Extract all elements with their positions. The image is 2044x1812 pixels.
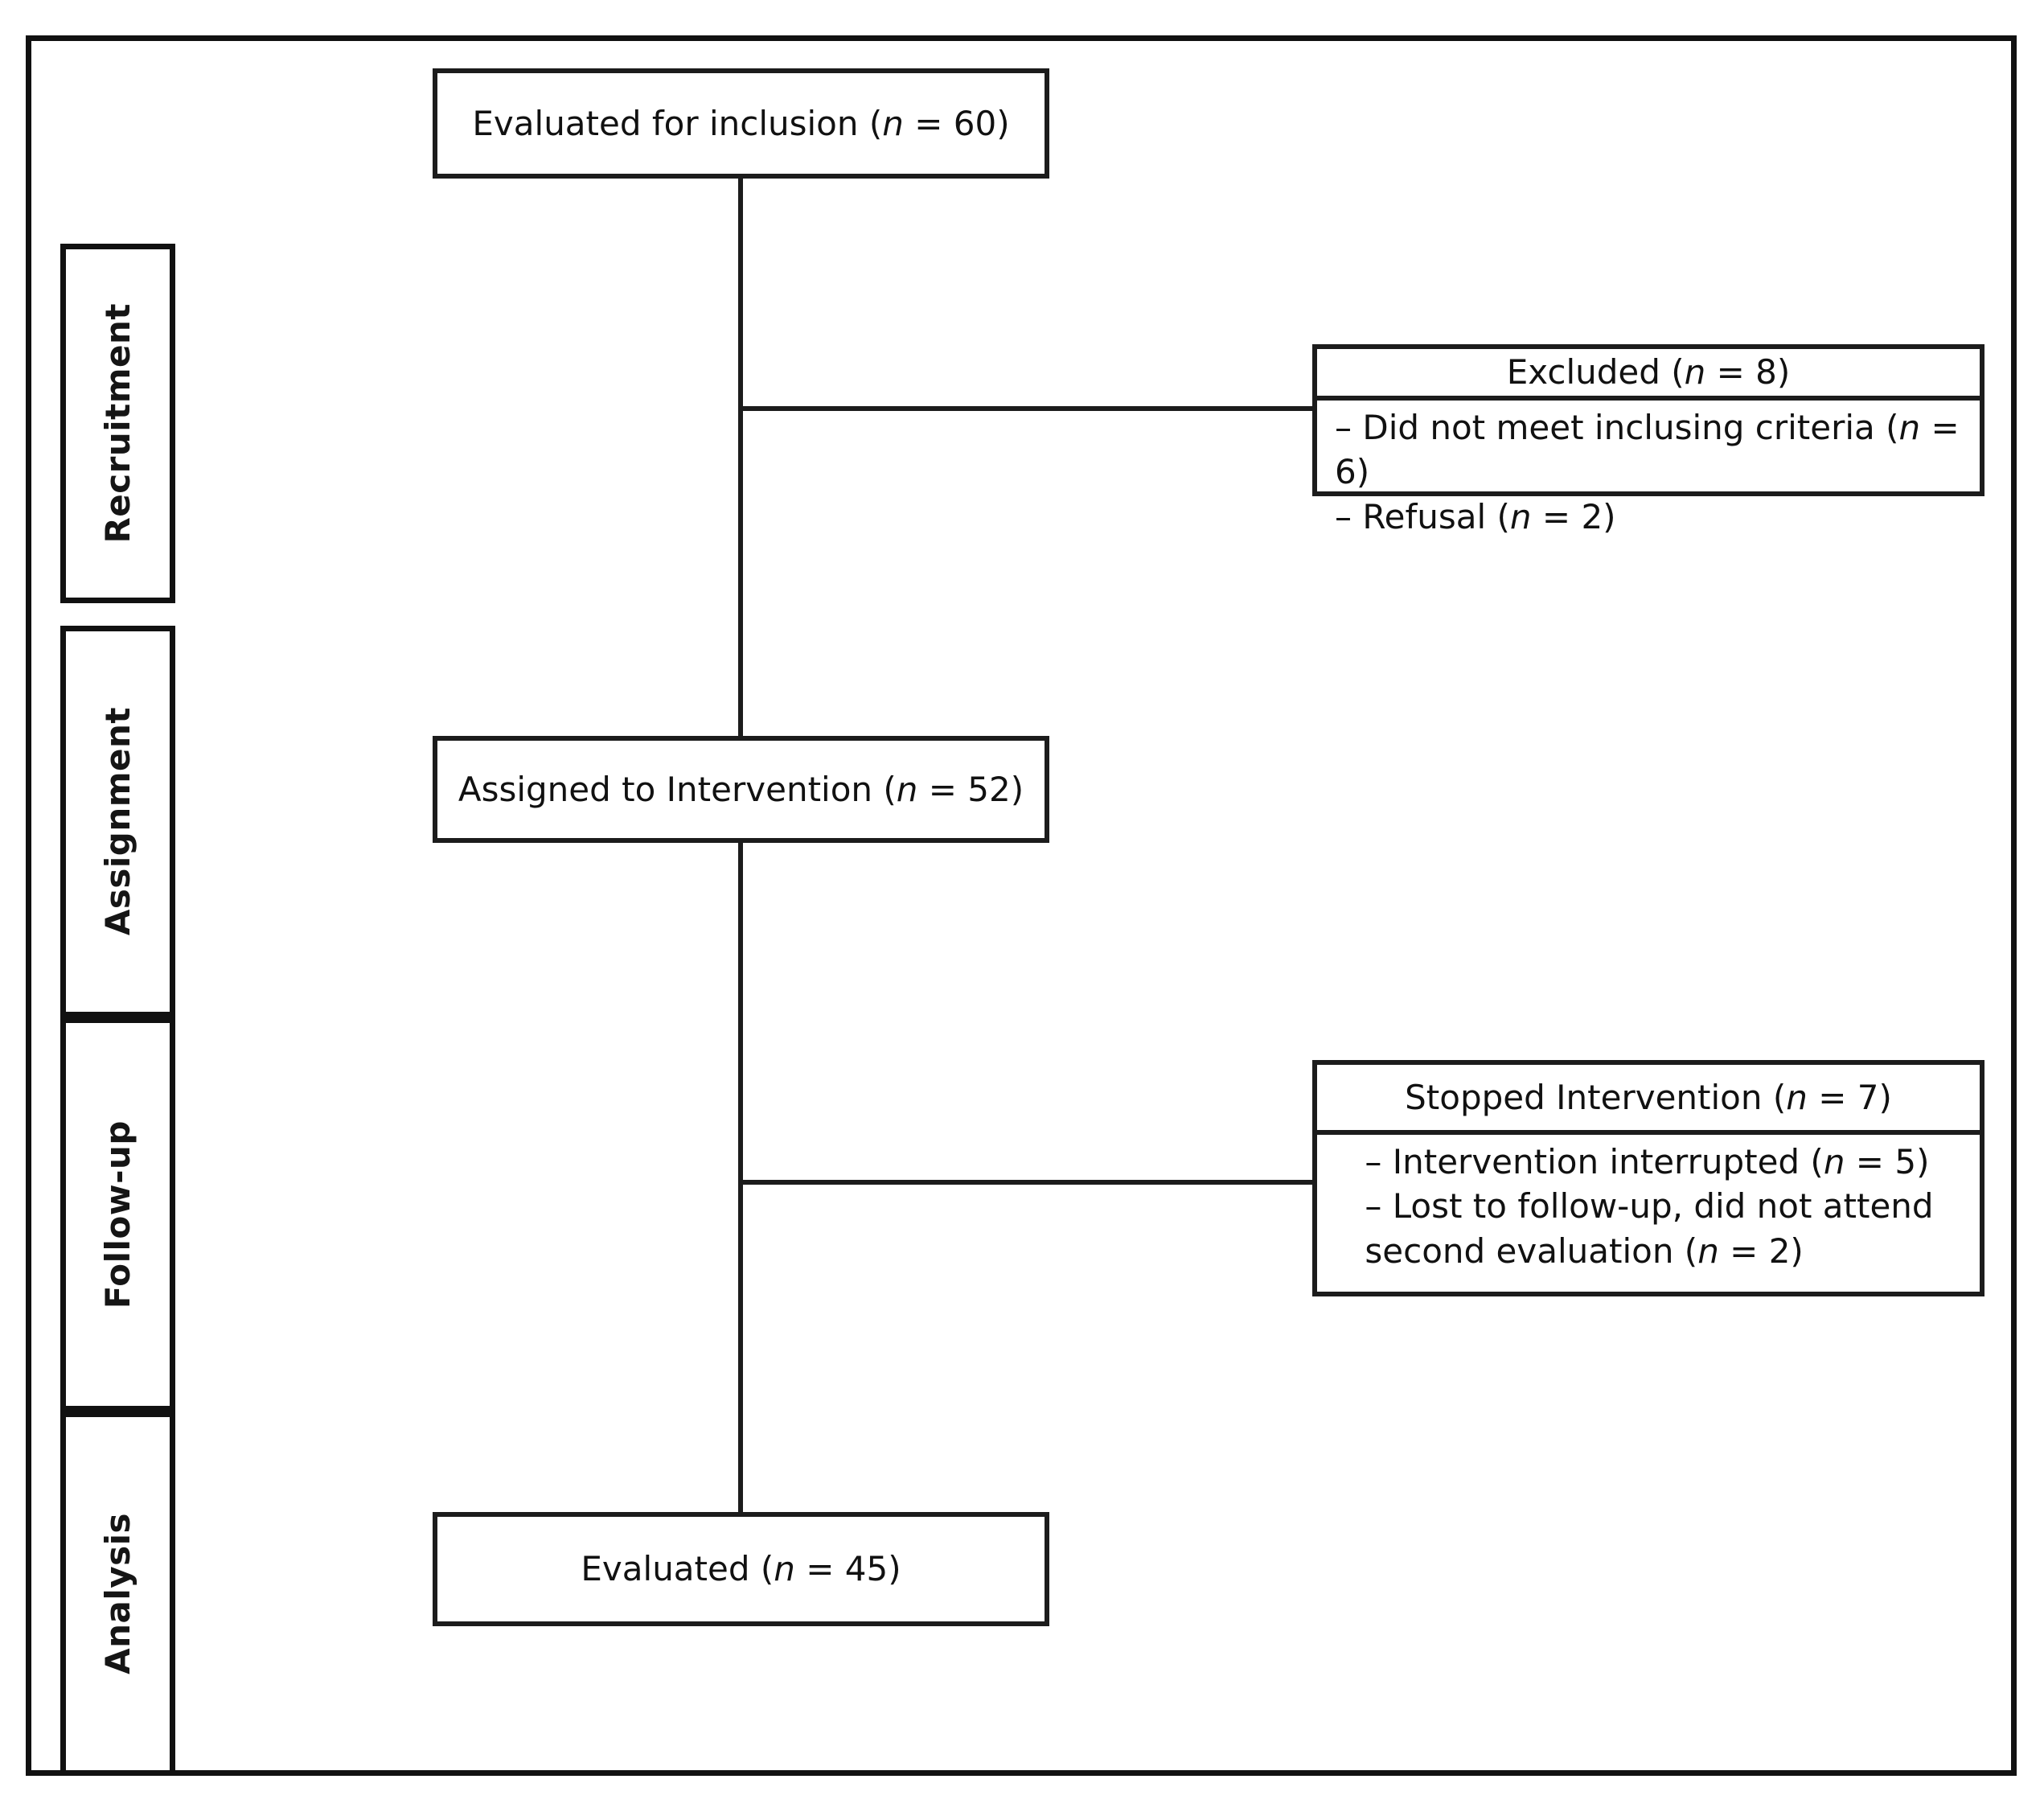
node-stopped-intervention-header: Stopped Intervention (n = 7) [1317,1065,1980,1135]
node-excluded-reasons: – Did not meet inclusing criteria (n = 6… [1317,401,1980,539]
phase-label-analysis: Analysis [97,1513,137,1674]
node-evaluated-for-inclusion-cell: Evaluated for inclusion (n = 60) [437,73,1045,174]
phase-label-recruitment: Recruitment [97,303,137,544]
phase-box-followup: Follow-up [60,1017,175,1411]
node-evaluated-cell: Evaluated (n = 45) [437,1517,1045,1621]
node-evaluated: Evaluated (n = 45) [433,1512,1049,1626]
node-assigned-to-intervention-cell: Assigned to Intervention (n = 52) [437,741,1045,838]
phase-label-followup: Follow-up [97,1120,137,1309]
node-evaluated-for-inclusion-label: Evaluated for inclusion (n = 60) [472,103,1010,143]
node-excluded-header-label: Excluded (n = 8) [1506,352,1791,392]
node-evaluated-for-inclusion: Evaluated for inclusion (n = 60) [433,68,1049,179]
node-stopped-intervention-header-label: Stopped Intervention (n = 7) [1405,1077,1892,1117]
phase-box-assignment: Assignment [60,626,175,1017]
connector-inclusion-to-excluded [738,406,1312,411]
phase-label-assignment: Assignment [97,707,137,936]
node-assigned-to-intervention: Assigned to Intervention (n = 52) [433,736,1049,843]
node-evaluated-label: Evaluated (n = 45) [581,1549,901,1589]
connector-assigned-to-evaluated [738,843,743,1512]
diagram-outer-frame [26,35,2017,1776]
node-stopped-intervention-reasons: – Intervention interrupted (n = 5)– Lost… [1317,1135,1980,1273]
node-excluded-reasons-label: – Did not meet inclusing criteria (n = 6… [1335,408,1960,536]
node-excluded: Excluded (n = 8) – Did not meet inclusin… [1312,344,1984,536]
node-excluded-header: Excluded (n = 8) [1317,349,1980,401]
connector-inclusion-to-assigned [738,179,743,736]
node-assigned-to-intervention-label: Assigned to Intervention (n = 52) [458,769,1024,809]
phase-box-analysis: Analysis [60,1411,175,1776]
node-stopped-intervention: Stopped Intervention (n = 7) – Intervent… [1312,1060,1984,1296]
connector-assigned-to-stopped [738,1180,1312,1185]
node-stopped-intervention-reasons-label: – Intervention interrupted (n = 5)– Lost… [1365,1142,1934,1271]
phase-box-recruitment: Recruitment [60,244,175,603]
